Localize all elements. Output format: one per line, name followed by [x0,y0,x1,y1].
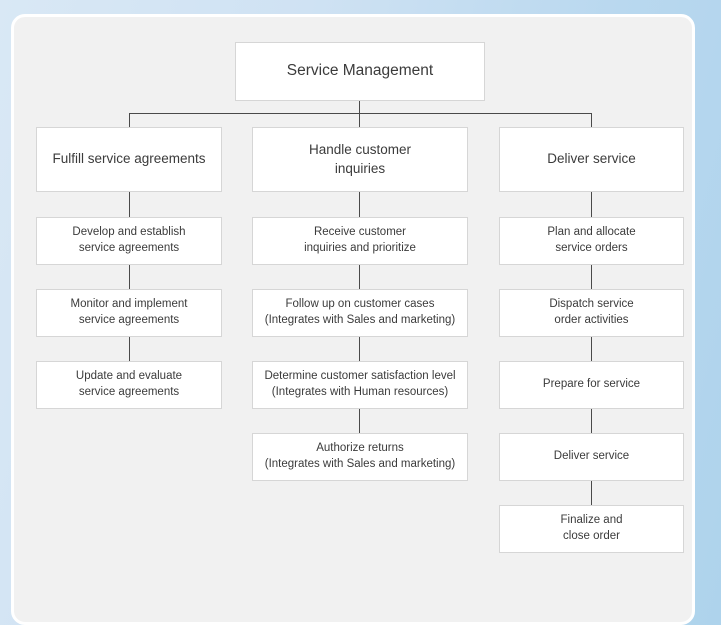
node-col2-step-3[interactable]: Determine customer satisfaction level (I… [252,361,468,409]
node-col3-step-2[interactable]: Dispatch service order activities [499,289,684,337]
node-label: Service Management [286,62,434,80]
node-label: Receive customer inquiries and prioritiz… [304,226,416,254]
connector-col3-5 [591,481,592,505]
connector-root-stem [359,101,360,114]
node-label: Prepare for service [542,378,641,391]
node-col3-step-5[interactable]: Finalize and close order [499,505,684,553]
node-label: Finalize and close order [560,514,623,542]
connector-bus-to-col3 [591,113,592,127]
node-col2-step-4[interactable]: Authorize returns (Integrates with Sales… [252,433,468,481]
connector-bus-to-col2 [359,113,360,127]
node-label: Plan and allocate service orders [547,226,636,254]
node-col3-step-4[interactable]: Deliver service [499,433,684,481]
connector-col3-1 [591,192,592,217]
node-label: Handle customer inquiries [308,142,412,176]
node-col1-step-2[interactable]: Monitor and implement service agreements [36,289,222,337]
node-label: Deliver service [553,450,630,463]
connector-col3-3 [591,337,592,361]
node-col3-step-3[interactable]: Prepare for service [499,361,684,409]
node-label: Authorize returns (Integrates with Sales… [264,442,456,470]
connector-bus-to-col1 [129,113,130,127]
connector-col2-3 [359,337,360,361]
node-header-deliver-service[interactable]: Deliver service [499,127,684,192]
node-label: Dispatch service order activities [549,298,634,326]
node-label: Develop and establish service agreements [72,226,186,254]
connector-col3-2 [591,265,592,289]
node-root-service-management[interactable]: Service Management [235,42,485,101]
connector-col2-2 [359,265,360,289]
node-label: Fulfill service agreements [52,151,206,167]
connector-col1-2 [129,265,130,289]
connector-col2-1 [359,192,360,217]
node-col2-step-1[interactable]: Receive customer inquiries and prioritiz… [252,217,468,265]
node-label: Follow up on customer cases (Integrates … [264,298,456,326]
node-header-handle-customer-inquiries[interactable]: Handle customer inquiries [252,127,468,192]
node-col2-step-2[interactable]: Follow up on customer cases (Integrates … [252,289,468,337]
node-label: Monitor and implement service agreements [70,298,188,326]
node-header-fulfill-service-agreements[interactable]: Fulfill service agreements [36,127,222,192]
node-label: Determine customer satisfaction level (I… [264,370,456,398]
node-col3-step-1[interactable]: Plan and allocate service orders [499,217,684,265]
connector-col2-4 [359,409,360,433]
node-label: Update and evaluate service agreements [75,370,183,398]
connector-col1-3 [129,337,130,361]
connector-col1-1 [129,192,130,217]
node-col1-step-3[interactable]: Update and evaluate service agreements [36,361,222,409]
connector-root-bus [129,113,592,114]
connector-col3-4 [591,409,592,433]
node-label: Deliver service [547,151,636,167]
node-col1-step-1[interactable]: Develop and establish service agreements [36,217,222,265]
